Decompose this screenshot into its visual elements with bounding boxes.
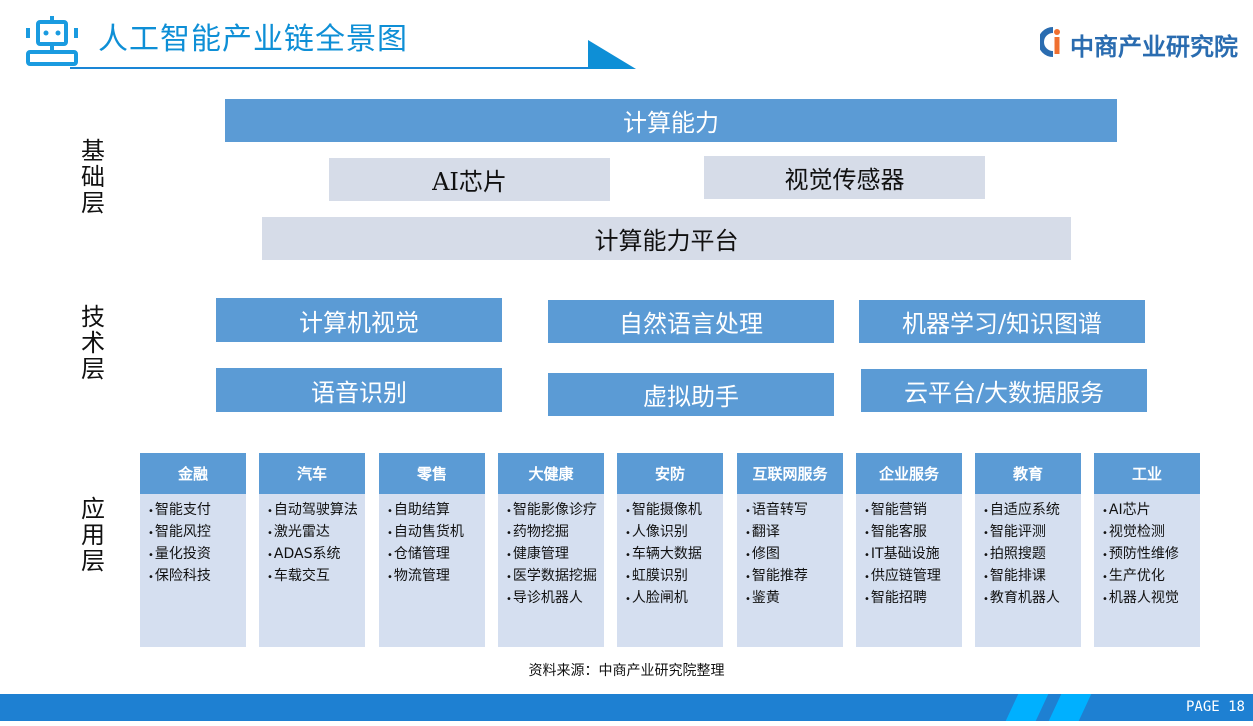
title-underline <box>70 67 615 69</box>
list-item: 智能客服 <box>864 522 958 544</box>
list-item: 医学数据挖掘 <box>506 566 600 588</box>
robot-icon <box>22 14 82 70</box>
list-item: 导诊机器人 <box>506 588 600 610</box>
list-item: 人脸闸机 <box>625 588 719 610</box>
app-column-retail: 零售 自助结算 自动售货机 仓储管理 物流管理 <box>379 453 485 647</box>
page-number: PAGE 18 <box>1185 699 1245 715</box>
column-title: 教育 <box>975 453 1081 494</box>
logo-text: 中商产业研究院 <box>1070 32 1238 61</box>
column-title: 汽车 <box>259 453 365 494</box>
label-char: 用 <box>81 521 105 549</box>
list-item: 智能风控 <box>148 522 242 544</box>
cloud-bigdata-box: 云平台/大数据服务 <box>861 369 1147 412</box>
list-item: 药物挖掘 <box>506 522 600 544</box>
title-triangle <box>588 40 638 74</box>
logo-icon <box>1038 27 1066 61</box>
list-item: ADAS系统 <box>267 544 361 566</box>
list-item: 修图 <box>745 544 839 566</box>
speech-recognition-box: 语音识别 <box>216 368 502 412</box>
list-item: 自动售货机 <box>387 522 481 544</box>
list-item: 仓储管理 <box>387 544 481 566</box>
virtual-assistant-box: 虚拟助手 <box>548 373 834 416</box>
app-column-finance: 金融 智能支付 智能风控 量化投资 保险科技 <box>140 453 246 647</box>
ai-chip-box: AI芯片 <box>329 158 610 201</box>
list-item: 智能推荐 <box>745 566 839 588</box>
list-item: 健康管理 <box>506 544 600 566</box>
list-item: 自动驾驶算法 <box>267 500 361 522</box>
label-char: 层 <box>81 189 105 217</box>
nlp-box: 自然语言处理 <box>548 300 834 343</box>
app-column-health: 大健康 智能影像诊疗 药物挖掘 健康管理 医学数据挖掘 导诊机器人 <box>498 453 604 647</box>
ml-knowledge-graph-box: 机器学习/知识图谱 <box>859 300 1145 343</box>
list-item: 智能影像诊疗 <box>506 500 600 522</box>
list-item: 自助结算 <box>387 500 481 522</box>
list-item: 生产优化 <box>1102 566 1196 588</box>
app-column-security: 安防 智能摄像机 人像识别 车辆大数据 虹膜识别 人脸闸机 <box>617 453 723 647</box>
list-item: 量化投资 <box>148 544 242 566</box>
column-title: 安防 <box>617 453 723 494</box>
list-item: AI芯片 <box>1102 500 1196 522</box>
list-item: 拍照搜题 <box>983 544 1077 566</box>
list-item: 教育机器人 <box>983 588 1077 610</box>
label-char: 层 <box>81 355 105 383</box>
list-item: 智能支付 <box>148 500 242 522</box>
column-title: 工业 <box>1094 453 1200 494</box>
app-column-automotive: 汽车 自动驾驶算法 激光雷达 ADAS系统 车载交互 <box>259 453 365 647</box>
foundation-layer-label: 基 础 层 <box>78 138 108 216</box>
compute-capability-box: 计算能力 <box>225 99 1117 142</box>
app-column-industry: 工业 AI芯片 视觉检测 预防性维修 生产优化 机器人视觉 <box>1094 453 1200 647</box>
app-column-education: 教育 自适应系统 智能评测 拍照搜题 智能排课 教育机器人 <box>975 453 1081 647</box>
app-column-internet-services: 互联网服务 语音转写 翻译 修图 智能推荐 鉴黄 <box>737 453 843 647</box>
list-item: 虹膜识别 <box>625 566 719 588</box>
list-item: 智能营销 <box>864 500 958 522</box>
list-item: 翻译 <box>745 522 839 544</box>
computer-vision-box: 计算机视觉 <box>216 298 502 342</box>
list-item: 智能招聘 <box>864 588 958 610</box>
compute-platform-box: 计算能力平台 <box>262 217 1071 260</box>
label-char: 应 <box>81 495 105 523</box>
label-char: 层 <box>81 547 105 575</box>
vision-sensor-box: 视觉传感器 <box>704 156 985 199</box>
list-item: 车载交互 <box>267 566 361 588</box>
label-char: 术 <box>81 329 105 357</box>
column-title: 大健康 <box>498 453 604 494</box>
list-item: 保险科技 <box>148 566 242 588</box>
column-title: 企业服务 <box>856 453 962 494</box>
list-item: 智能排课 <box>983 566 1077 588</box>
label-char: 技 <box>81 303 105 331</box>
list-item: 物流管理 <box>387 566 481 588</box>
list-item: 机器人视觉 <box>1102 588 1196 610</box>
list-item: 自适应系统 <box>983 500 1077 522</box>
list-item: 语音转写 <box>745 500 839 522</box>
label-char: 基 <box>81 137 105 165</box>
list-item: 供应链管理 <box>864 566 958 588</box>
list-item: 人像识别 <box>625 522 719 544</box>
list-item: 视觉检测 <box>1102 522 1196 544</box>
technology-layer-label: 技 术 层 <box>78 304 108 382</box>
list-item: 智能评测 <box>983 522 1077 544</box>
list-item: 智能摄像机 <box>625 500 719 522</box>
list-item: IT基础设施 <box>864 544 958 566</box>
list-item: 预防性维修 <box>1102 544 1196 566</box>
source-note: 资料来源：中商产业研究院整理 <box>528 663 725 679</box>
list-item: 激光雷达 <box>267 522 361 544</box>
brand-logo: 中商产业研究院 <box>1038 26 1238 62</box>
list-item: 车辆大数据 <box>625 544 719 566</box>
label-char: 础 <box>81 163 105 191</box>
column-title: 互联网服务 <box>737 453 843 494</box>
list-item: 鉴黄 <box>745 588 839 610</box>
application-layer-label: 应 用 层 <box>78 496 108 574</box>
app-column-enterprise-services: 企业服务 智能营销 智能客服 IT基础设施 供应链管理 智能招聘 <box>856 453 962 647</box>
page-title: 人工智能产业链全景图 <box>98 22 408 57</box>
column-title: 金融 <box>140 453 246 494</box>
column-title: 零售 <box>379 453 485 494</box>
